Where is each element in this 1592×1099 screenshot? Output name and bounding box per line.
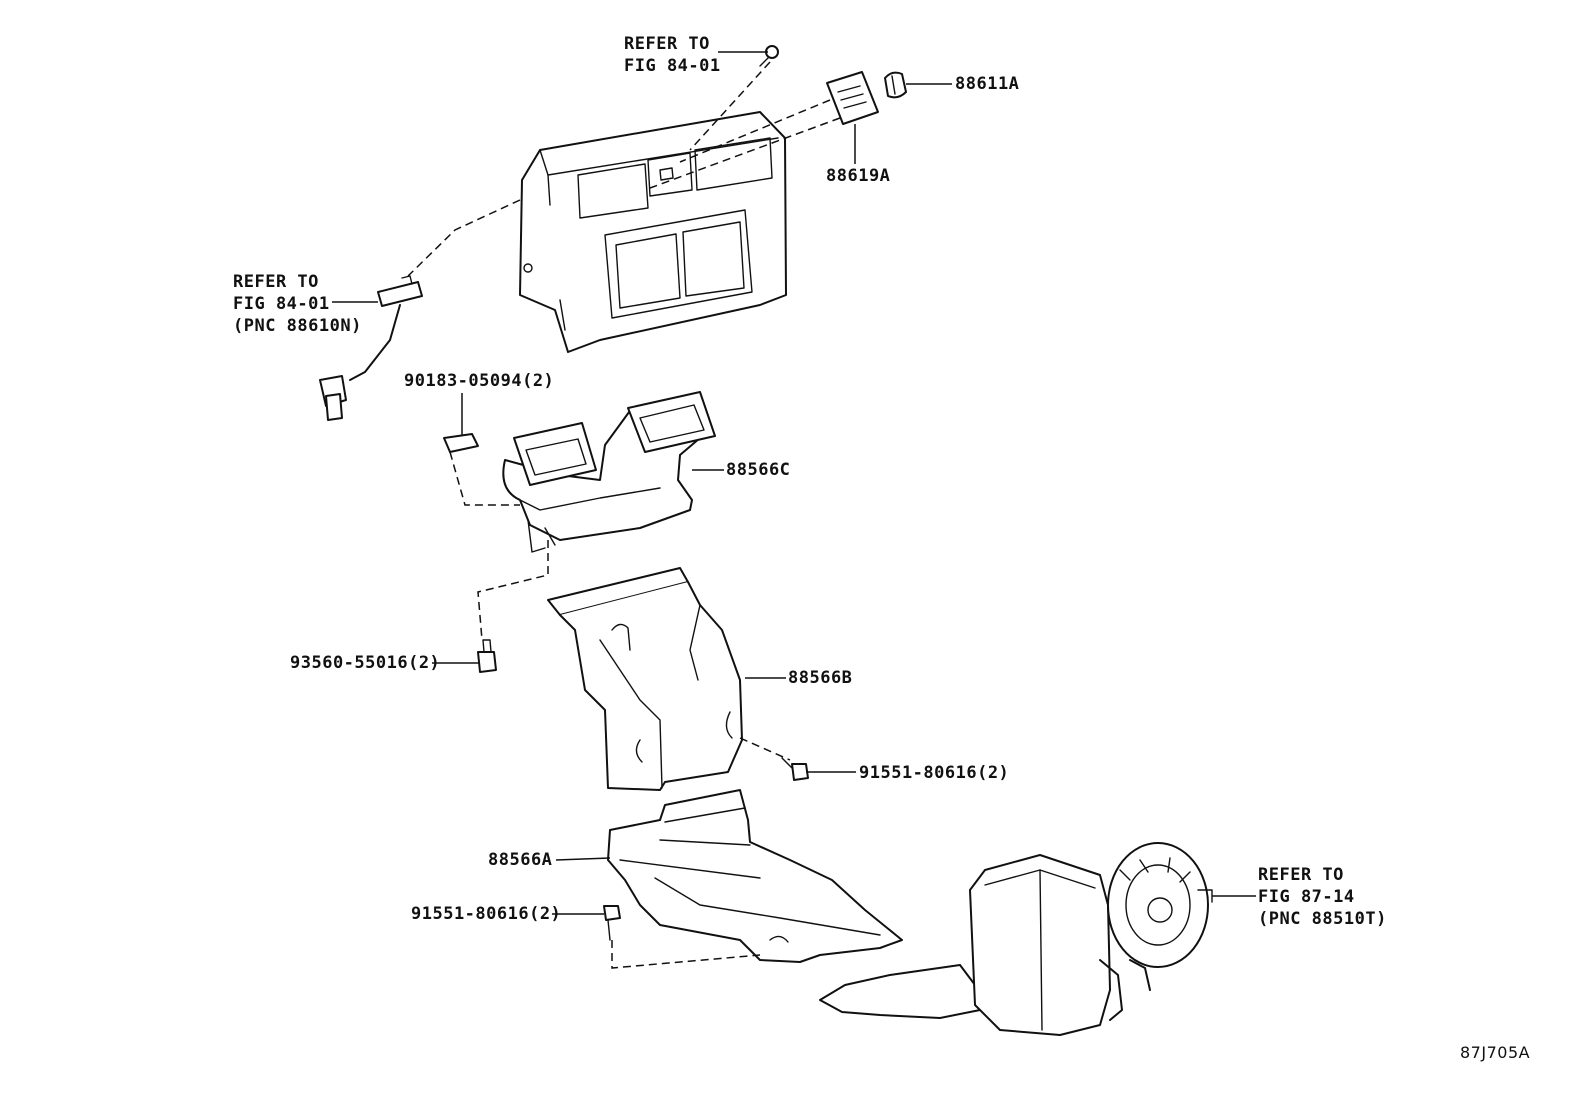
duct-88566B[interactable] [547, 567, 743, 791]
screw-93560[interactable] [477, 639, 497, 673]
refer-right-line2: FIG 87-14 [1258, 887, 1355, 907]
assembly-lines [407, 61, 841, 969]
sensor-harness[interactable] [319, 275, 423, 421]
part-93560-55016-label[interactable]: 93560-55016(2) [290, 653, 441, 673]
leader-lines [332, 51, 1256, 915]
part-88619A-label[interactable]: 88619A [826, 166, 891, 186]
clip-88611A[interactable] [884, 71, 907, 99]
refer-top-line2: FIG 84-01 [624, 56, 721, 76]
refer-left-line3: (PNC 88610N) [233, 316, 362, 336]
part-88566A-label[interactable]: 88566A [488, 850, 553, 870]
console-panel[interactable] [519, 111, 787, 353]
refer-right-line3: (PNC 88510T) [1258, 909, 1387, 929]
part-88566C-label[interactable]: 88566C [726, 460, 791, 480]
part-91551-80616-right-label[interactable]: 91551-80616(2) [859, 763, 1010, 783]
part-88611A-label[interactable]: 88611A [955, 74, 1020, 94]
duct-88566C[interactable] [502, 391, 716, 553]
duct-88566A[interactable] [607, 789, 903, 963]
blower-unit[interactable] [819, 842, 1213, 1036]
part-88566B-label[interactable]: 88566B [788, 668, 853, 688]
nut-90183[interactable] [443, 433, 479, 453]
screw-91551-left[interactable] [603, 905, 621, 941]
refer-left-line1: REFER TO [233, 272, 319, 292]
part-90183-05094-label[interactable]: 90183-05094(2) [404, 371, 555, 391]
screw-91551-right[interactable] [781, 757, 809, 781]
refer-top-label[interactable]: REFER TO FIG 84-01 [624, 33, 721, 77]
cover-88619A[interactable] [826, 71, 879, 125]
part-91551-80616-left-label[interactable]: 91551-80616(2) [411, 904, 562, 924]
refer-right-line1: REFER TO [1258, 865, 1344, 885]
refer-left-label[interactable]: REFER TO FIG 84-01 (PNC 88610N) [233, 271, 362, 337]
refer-left-line2: FIG 84-01 [233, 294, 330, 314]
diagram-id: 87J705A [1460, 1043, 1531, 1062]
refer-top-line1: REFER TO [624, 34, 710, 54]
refer-right-label[interactable]: REFER TO FIG 87-14 (PNC 88510T) [1258, 864, 1387, 930]
